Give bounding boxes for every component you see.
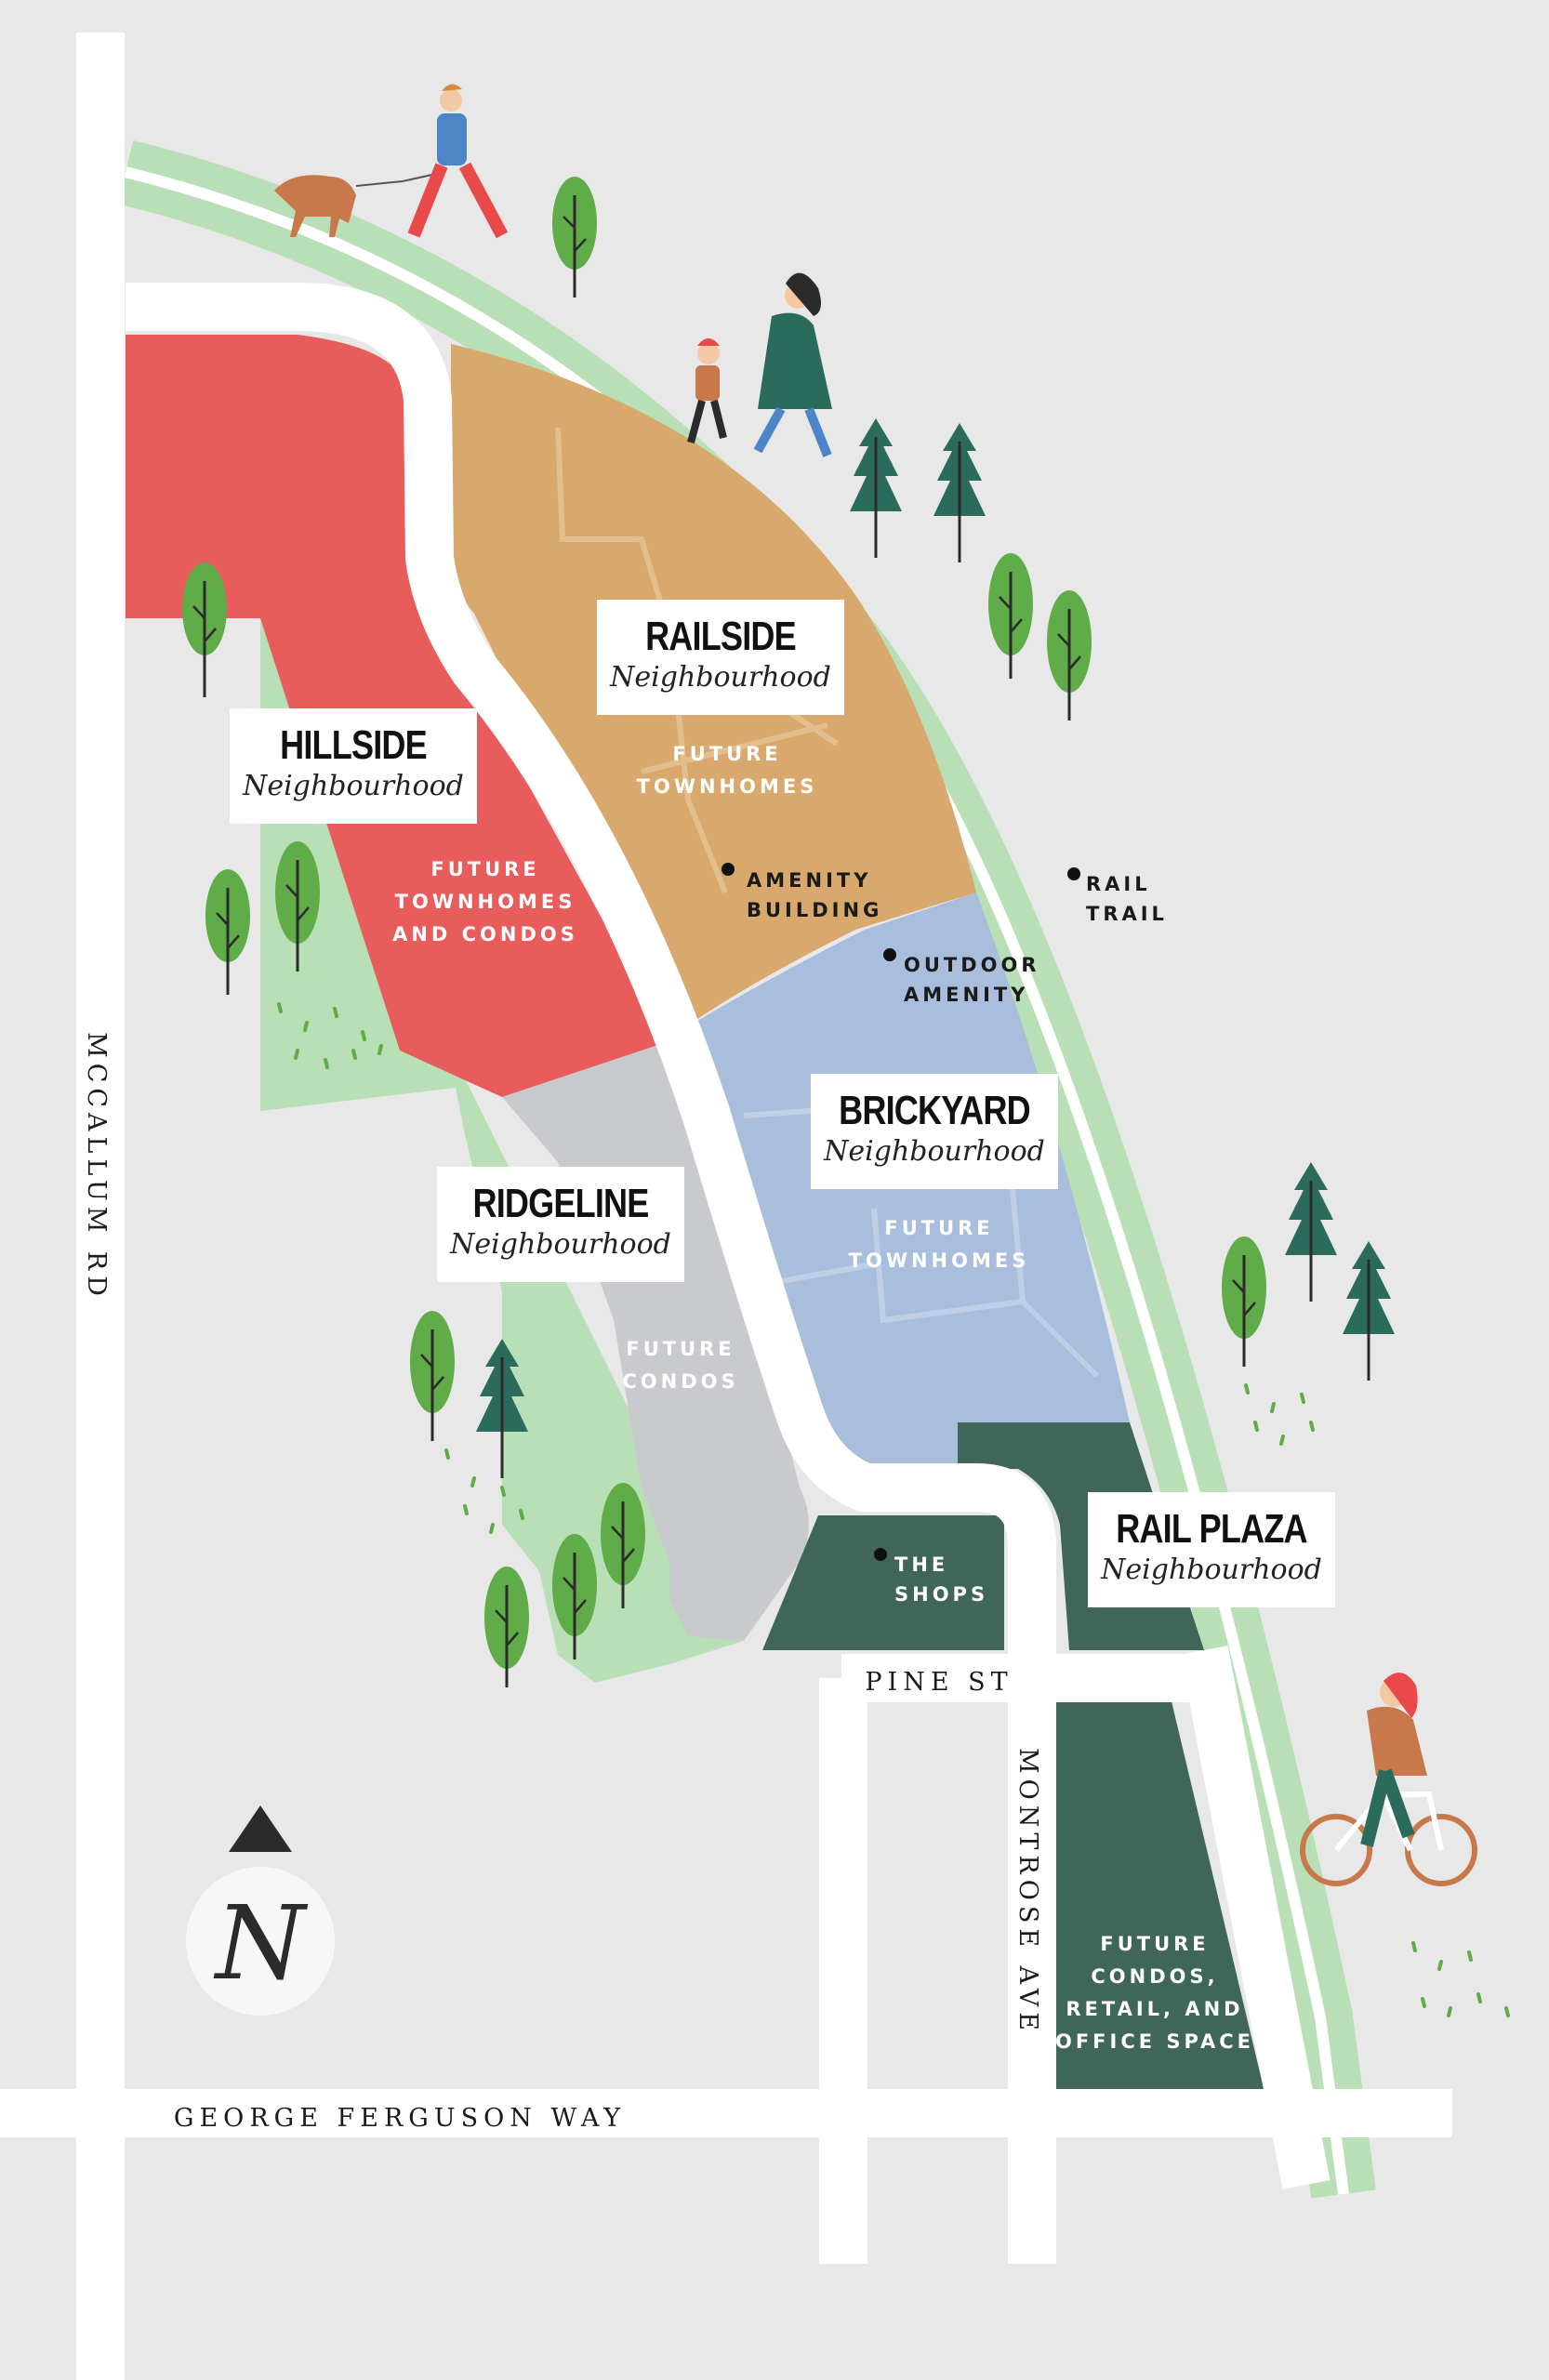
rail-plaza-card: RAIL PLAZA Neighbourhood	[1088, 1492, 1335, 1607]
hillside-label-line-3: AND CONDOS	[392, 923, 578, 945]
rail-plaza-label-line-3: RETAIL, AND	[1066, 1998, 1243, 2020]
rail-plaza-label-line-4: OFFICE SPACE	[1055, 2030, 1254, 2053]
rail-plaza-label-line-1: FUTURE	[1100, 1933, 1209, 1955]
person-walking-dog-icon	[274, 84, 509, 239]
ridgeline-card: RIDGELINE Neighbourhood	[437, 1167, 684, 1282]
brickyard-label-line-2: TOWNHOMES	[849, 1250, 1030, 1272]
the-shops-area	[762, 1515, 1004, 1650]
rail-trail-label-line-2: TRAIL	[1086, 903, 1168, 925]
roads	[0, 33, 1452, 2380]
rail-plaza-subtitle: Neighbourhood	[1101, 1554, 1322, 1586]
pine-st-label: PINE ST	[865, 1668, 1013, 1697]
brickyard-label-line-1: FUTURE	[884, 1217, 993, 1239]
railside-label-line-2: TOWNHOMES	[637, 775, 818, 798]
hillside-label-line-1: FUTURE	[430, 858, 539, 880]
ridgeline-label-line-1: FUTURE	[626, 1338, 735, 1360]
compass-letter: N	[213, 1884, 309, 2003]
railside-title: RAILSIDE	[645, 614, 797, 659]
rail-trail-marker	[1067, 867, 1080, 880]
brickyard-subtitle: Neighbourhood	[824, 1135, 1045, 1168]
railside-label-line-1: FUTURE	[672, 743, 781, 765]
tree-icon-group	[182, 177, 1266, 1687]
rail-plaza-south-area	[1055, 1701, 1264, 2092]
the-shops-marker	[874, 1548, 887, 1561]
amenity-building-label-line-1: AMENITY	[747, 869, 871, 892]
outdoor-amenity-marker	[883, 948, 896, 961]
amenity-building-label-line-2: BUILDING	[747, 899, 882, 921]
rail-trail-label-line-1: RAIL	[1086, 873, 1151, 895]
rail-plaza-label-line-2: CONDOS,	[1091, 1965, 1218, 1988]
hillside-title: HILLSIDE	[280, 722, 428, 768]
montrose-ave-label: MONTROSE AVE	[1013, 1748, 1042, 2036]
ridgeline-label-line-2: CONDOS	[622, 1370, 738, 1393]
ridgeline-subtitle: Neighbourhood	[450, 1228, 671, 1261]
railside-card: RAILSIDE Neighbourhood	[597, 600, 844, 715]
outdoor-amenity-label-line-1: OUTDOOR	[904, 954, 1040, 976]
mccallum-rd-label: MCCALLUM RD	[82, 1032, 111, 1302]
amenity-building-marker	[722, 863, 735, 876]
parent-and-child-icon	[687, 272, 832, 457]
ridgeline-title: RIDGELINE	[472, 1181, 649, 1226]
the-shops-label-line-1: THE	[894, 1554, 948, 1576]
outdoor-amenity-label-line-2: AMENITY	[904, 984, 1028, 1006]
grass-tufts	[277, 1002, 1510, 2017]
brickyard-title: BRICKYARD	[839, 1088, 1031, 1133]
railside-subtitle: Neighbourhood	[610, 661, 831, 694]
george-ferguson-way-label: GEORGE FERGUSON WAY	[174, 2104, 626, 2133]
hillside-card: HILLSIDE Neighbourhood	[230, 708, 477, 824]
rail-plaza-title: RAIL PLAZA	[1116, 1506, 1307, 1552]
cyclist-icon	[1300, 1673, 1477, 1886]
hillside-label-line-2: TOWNHOMES	[395, 891, 576, 913]
the-shops-label-line-2: SHOPS	[894, 1583, 988, 1606]
hillside-subtitle: Neighbourhood	[243, 770, 464, 802]
hillside-area-label: FUTURE TOWNHOMES AND CONDOS	[392, 858, 578, 945]
north-arrow-icon	[229, 1805, 292, 1852]
brickyard-card: BRICKYARD Neighbourhood	[811, 1074, 1058, 1189]
compass: N	[186, 1805, 335, 2016]
pine-tree-icon-group	[476, 418, 1395, 1478]
